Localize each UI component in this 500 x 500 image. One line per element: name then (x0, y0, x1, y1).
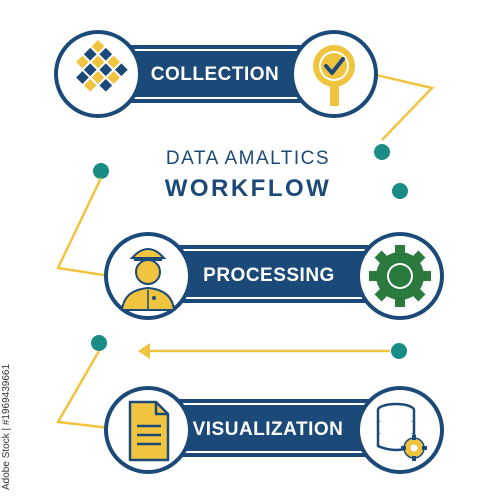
diamond-grid-icon (76, 40, 128, 92)
connector-processing-in (56, 177, 111, 278)
step-processing-right-circle (356, 232, 444, 320)
step-processing-label: PROCESSING (203, 265, 335, 286)
magnifier-check-icon (313, 45, 355, 106)
diagram-title: DATA AMALTICS (165, 148, 331, 169)
connector-dot (91, 335, 107, 351)
connector-collection-out (371, 72, 435, 141)
step-collection-label: COLLECTION (150, 64, 280, 85)
step-collection-right-circle (290, 30, 378, 118)
connector-dot (374, 144, 390, 160)
step-visualization-right-circle (356, 386, 444, 474)
worker-person-icon (120, 248, 176, 311)
connector-dot (391, 343, 407, 359)
database-gear-icon (376, 402, 427, 461)
document-icon (128, 400, 170, 462)
step-processing-left-circle (104, 232, 192, 320)
connector-visualization-in (55, 350, 111, 430)
connector-dot (392, 183, 408, 199)
diagram-subtitle: WORKFLOW (164, 175, 332, 202)
step-collection-left-circle (54, 30, 142, 118)
step-visualization-left-circle (104, 386, 192, 474)
connector-arrowhead (138, 343, 150, 359)
stock-watermark: Adobe Stock | #1969439661 (1, 363, 12, 490)
step-visualization-label: VISUALIZATION (192, 419, 344, 440)
connector-dot (93, 163, 109, 179)
gear-icon (369, 245, 431, 307)
